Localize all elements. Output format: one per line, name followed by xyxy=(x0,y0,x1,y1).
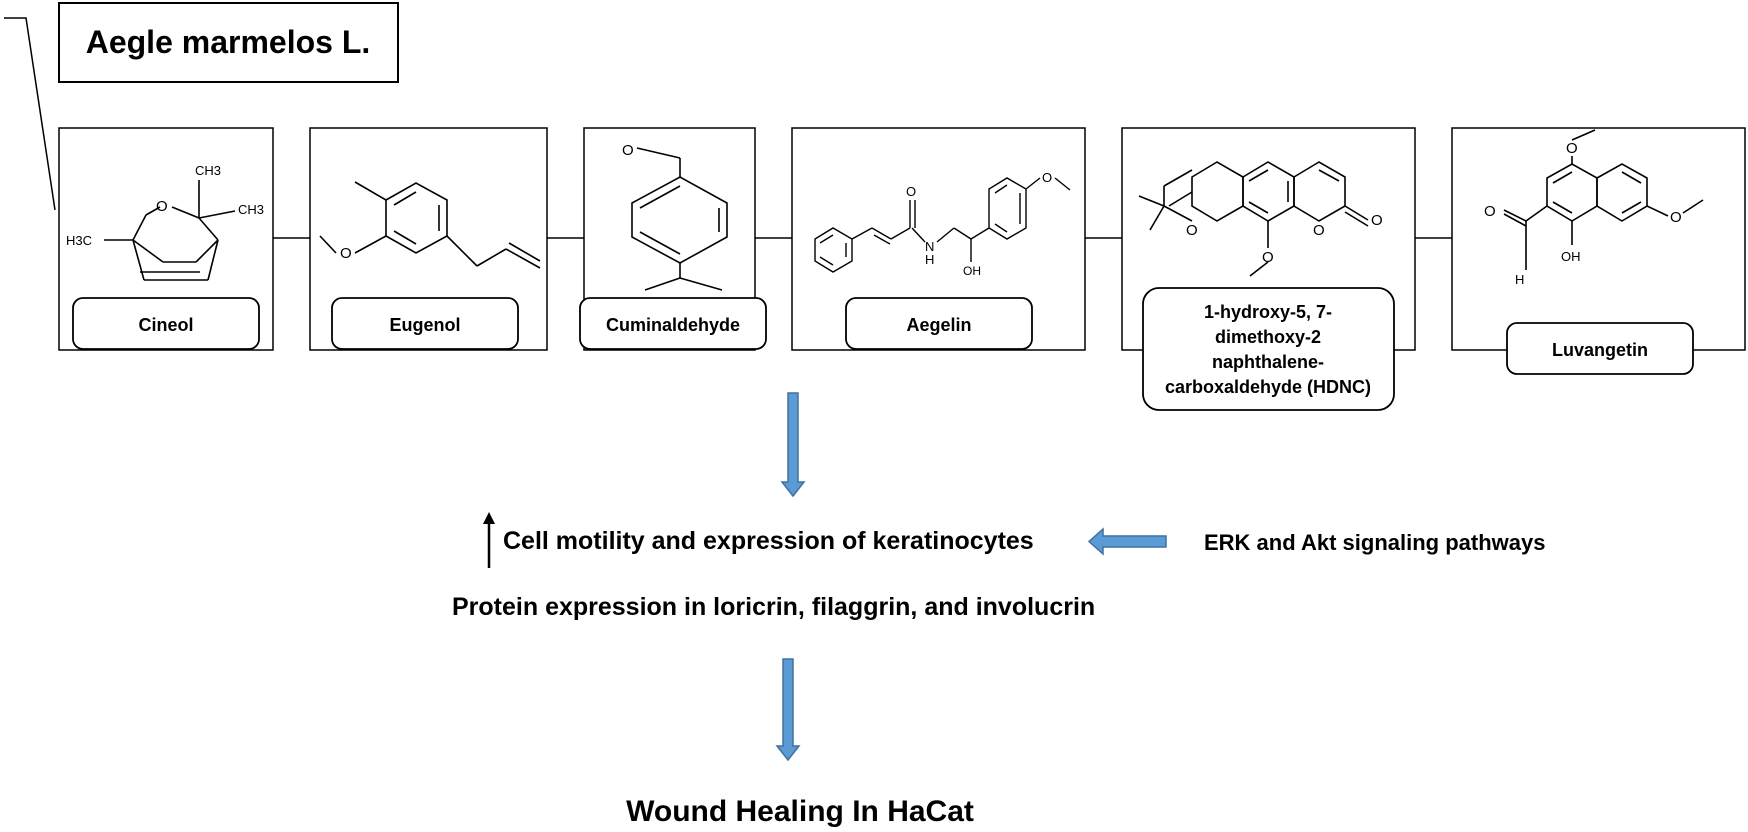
hdnc-o1-label: O xyxy=(1186,222,1198,239)
luvangetin-structure xyxy=(1503,129,1704,270)
left-arrow xyxy=(1087,527,1167,556)
compound-label-box-aegelin xyxy=(845,297,1033,350)
compound-card-cuminaldehyde: O Cuminaldehyde xyxy=(579,127,767,351)
eugenol-o-label: O xyxy=(340,245,352,262)
compound-label-luvangetin: Luvangetin xyxy=(1552,340,1648,360)
compound-card-cineol: O CH3 CH3 H3C Cineol xyxy=(58,127,274,351)
callout-bracket xyxy=(4,17,56,211)
compound-label-aegelin: Aegelin xyxy=(906,315,971,335)
compound-label-hdnc-line4: carboxaldehyde (HDNC) xyxy=(1165,377,1371,397)
compound-card-aegelin: O N H OH O Aegelin xyxy=(791,127,1086,351)
down-arrow-2 xyxy=(775,658,801,762)
compound-label-cuminaldehyde: Cuminaldehyde xyxy=(606,315,740,335)
cuminaldehyde-structure xyxy=(631,147,728,291)
compound-label-box-hdnc xyxy=(1142,287,1395,411)
luvangetin-oh-label: OH xyxy=(1561,249,1581,264)
hdnc-o4-label: O xyxy=(1371,212,1383,229)
hdnc-structure xyxy=(1138,161,1369,277)
luvangetin-o-top-label: O xyxy=(1566,140,1578,157)
aegelin-oh-label: OH xyxy=(963,264,981,278)
cineol-structure xyxy=(104,180,236,281)
cineol-ch3-top-label: CH3 xyxy=(195,163,221,178)
cineol-o-label: O xyxy=(156,198,168,215)
outcome-text: Wound Healing In HaCat xyxy=(626,795,974,828)
luvangetin-h-label: H xyxy=(1515,272,1524,287)
compound-label-eugenol: Eugenol xyxy=(390,315,461,335)
protein-expression-text: Protein expression in loricrin, filaggri… xyxy=(452,593,1095,621)
compound-card-hdnc: O O O O 1-hydroxy-5, 7- dimethoxy-2 naph… xyxy=(1121,127,1416,411)
down-arrow-1 xyxy=(780,392,806,498)
hdnc-o2-label: O xyxy=(1313,222,1325,239)
compound-label-hdnc-line1: 1-hydroxy-5, 7- xyxy=(1204,302,1332,322)
signaling-text: ERK and Akt signaling pathways xyxy=(1204,530,1545,555)
compound-card-luvangetin: O O O H OH Luvangetin xyxy=(1451,127,1746,375)
luvangetin-o-ald-label: O xyxy=(1484,203,1496,220)
aegelin-h-label: H xyxy=(925,252,934,267)
compound-label-hdnc-line3: naphthalene- xyxy=(1212,352,1324,372)
up-arrow-icon xyxy=(483,512,495,568)
compound-label-box-cuminaldehyde xyxy=(579,297,767,350)
compound-label-hdnc-line2: dimethoxy-2 xyxy=(1215,327,1321,347)
plant-title: Aegle marmelos L. xyxy=(86,24,371,60)
aegelin-n-label: N xyxy=(925,239,934,254)
plant-title-box: Aegle marmelos L. xyxy=(58,2,399,83)
cuminaldehyde-o-label: O xyxy=(622,142,634,159)
compound-card-eugenol: O Eugenol xyxy=(309,127,548,351)
hdnc-o3-label: O xyxy=(1262,249,1274,266)
compound-label-cineol: Cineol xyxy=(138,315,193,335)
compound-label-box-cineol xyxy=(72,297,260,350)
cineol-h3c-label: H3C xyxy=(66,233,92,248)
cineol-ch3-right-label: CH3 xyxy=(238,202,264,217)
eugenol-structure xyxy=(319,181,541,269)
cell-motility-text: Cell motility and expression of keratino… xyxy=(503,527,1034,555)
aegelin-structure xyxy=(814,177,1071,273)
aegelin-o-label: O xyxy=(906,184,916,199)
compound-label-box-eugenol xyxy=(331,297,519,350)
compound-label-box-luvangetin xyxy=(1506,322,1694,375)
aegelin-o2-label: O xyxy=(1042,170,1052,185)
luvangetin-o-right-label: O xyxy=(1670,209,1682,226)
